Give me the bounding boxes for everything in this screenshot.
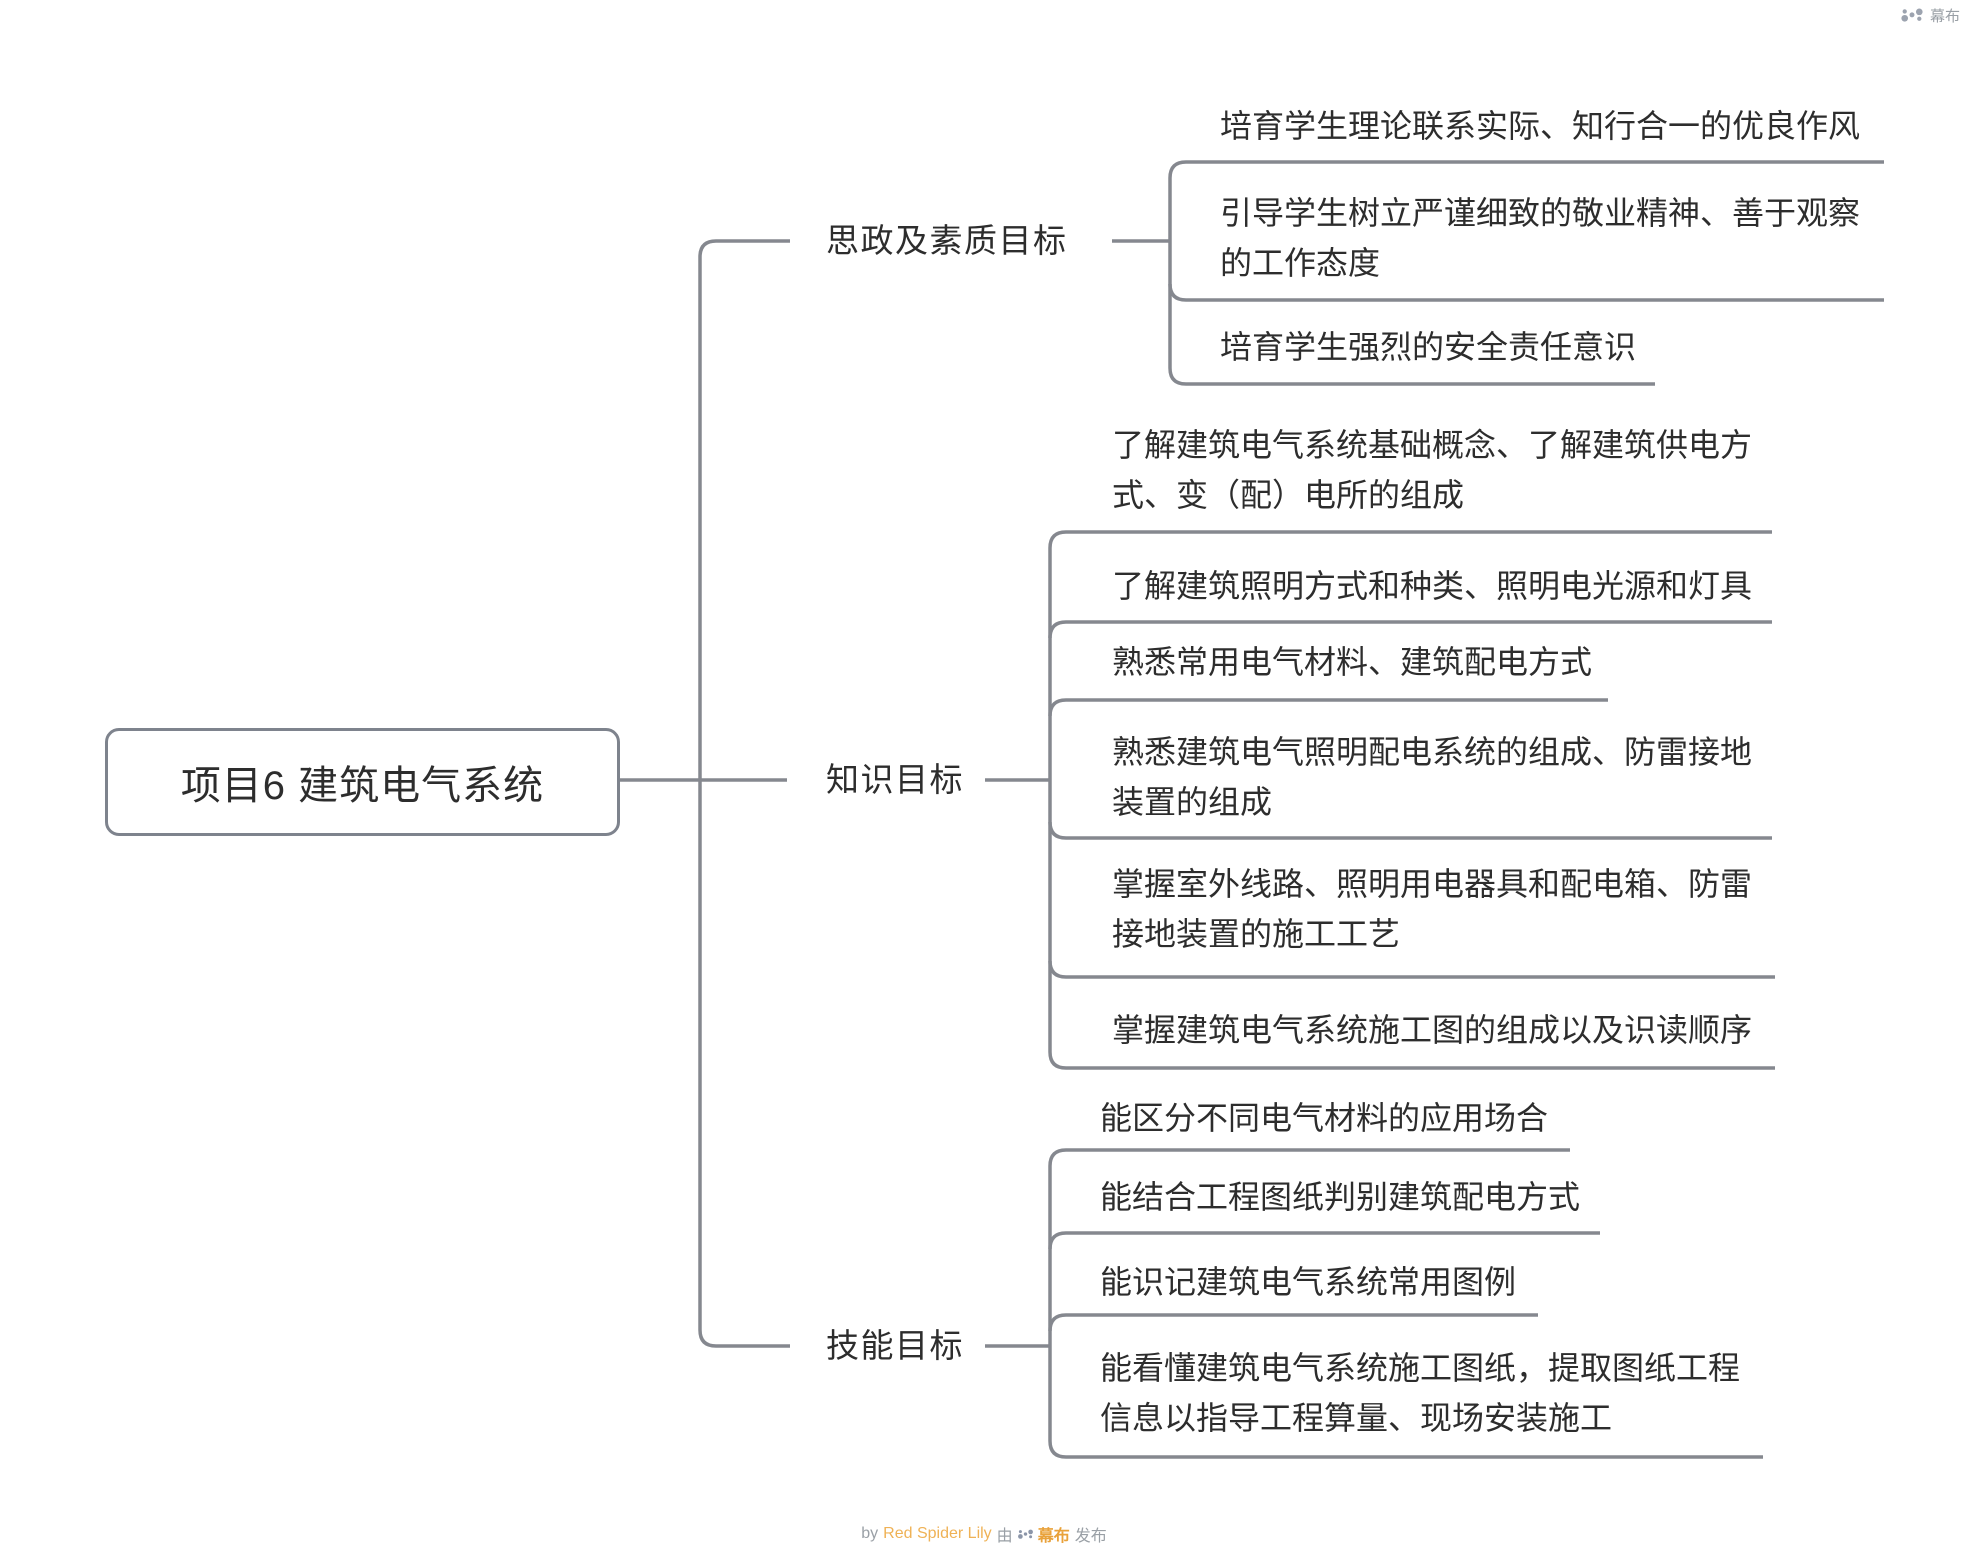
child-node[interactable]: 了解建筑电气系统基础概念、了解建筑供电方式、变（配）电所的组成 <box>1112 420 1752 520</box>
mubu-logo-icon <box>1901 8 1923 22</box>
connector-line <box>1048 960 1775 979</box>
footer-via-label: 由 <box>996 1528 1013 1545</box>
connector-line <box>1048 1148 1570 1167</box>
connector-line <box>1048 620 1772 639</box>
child-node-text: 培育学生理论联系实际、知行合一的优良作风 <box>1220 108 1861 144</box>
footer-by-label: by <box>861 1525 879 1542</box>
child-node[interactable]: 掌握室外线路、照明用电器具和配电箱、防雷接地装置的施工工艺 <box>1112 859 1752 959</box>
child-node-text: 能结合工程图纸判别建筑配电方式 <box>1100 1179 1581 1215</box>
child-node-text: 式、变（配）电所的组成 <box>1112 477 1465 513</box>
connector-line <box>1048 1231 1600 1250</box>
footer-author-link[interactable]: Red Spider Lily <box>883 1525 992 1542</box>
child-node-text: 掌握建筑电气系统施工图的组成以及识读顺序 <box>1112 1012 1753 1048</box>
branch-label-1[interactable]: 知识目标 <box>826 761 964 798</box>
child-node-text: 熟悉建筑电气照明配电系统的组成、防雷接地 <box>1112 734 1753 770</box>
child-node[interactable]: 能看懂建筑电气系统施工图纸，提取图纸工程信息以指导工程算量、现场安装施工 <box>1100 1343 1740 1443</box>
connector-line <box>1048 530 1772 549</box>
child-node-text: 熟悉常用电气材料、建筑配电方式 <box>1112 644 1593 680</box>
child-node[interactable]: 熟悉建筑电气照明配电系统的组成、防雷接地装置的组成 <box>1112 727 1752 827</box>
mubu-logo-icon-small <box>1017 1529 1033 1539</box>
connector-line <box>698 239 790 1348</box>
footer-publish-bar: by Red Spider Lily 由 幕布 发布 <box>0 1522 1968 1546</box>
child-node[interactable]: 能区分不同电气材料的应用场合 <box>1100 1093 1548 1143</box>
root-node-label: 项目6 建筑电气系统 <box>180 764 545 808</box>
child-node-text: 能看懂建筑电气系统施工图纸，提取图纸工程 <box>1100 1350 1741 1386</box>
child-node[interactable]: 引导学生树立严谨细致的敬业精神、善于观察的工作态度 <box>1220 188 1860 288</box>
connector-line <box>1048 698 1608 717</box>
branch-label-2[interactable]: 技能目标 <box>826 1327 964 1364</box>
child-node-text: 了解建筑电气系统基础概念、了解建筑供电方 <box>1112 427 1753 463</box>
connector-line <box>1048 1440 1763 1459</box>
child-node[interactable]: 熟悉常用电气材料、建筑配电方式 <box>1112 637 1592 687</box>
root-node[interactable]: 项目6 建筑电气系统 <box>105 728 620 836</box>
child-node-text: 能识记建筑电气系统常用图例 <box>1100 1264 1517 1300</box>
child-node-text: 接地装置的施工工艺 <box>1112 916 1401 952</box>
child-node-text: 信息以指导工程算量、现场安装施工 <box>1100 1400 1613 1436</box>
watermark-brand-label: 幕布 <box>1929 8 1960 25</box>
child-node[interactable]: 能结合工程图纸判别建筑配电方式 <box>1100 1172 1580 1222</box>
child-node-text: 培育学生强烈的安全责任意识 <box>1220 329 1637 365</box>
child-node[interactable]: 培育学生强烈的安全责任意识 <box>1220 322 1636 372</box>
footer-brand-link[interactable]: 幕布 <box>1037 1528 1070 1545</box>
child-node-text: 装置的组成 <box>1112 784 1273 820</box>
child-node[interactable]: 培育学生理论联系实际、知行合一的优良作风 <box>1220 101 1860 151</box>
child-node[interactable]: 掌握建筑电气系统施工图的组成以及识读顺序 <box>1112 1005 1752 1055</box>
child-node-text: 掌握室外线路、照明用电器具和配电箱、防雷 <box>1112 866 1753 902</box>
child-node-text: 能区分不同电气材料的应用场合 <box>1100 1100 1549 1136</box>
mubu-watermark[interactable]: 幕布 <box>1901 5 1960 26</box>
child-node-text: 了解建筑照明方式和种类、照明电光源和灯具 <box>1112 568 1753 604</box>
connector-line <box>1048 1313 1538 1332</box>
footer-publish-label: 发布 <box>1074 1528 1107 1545</box>
connector-line <box>1168 160 1884 179</box>
child-node-text: 的工作态度 <box>1220 245 1381 281</box>
child-node[interactable]: 能识记建筑电气系统常用图例 <box>1100 1257 1516 1307</box>
child-node[interactable]: 了解建筑照明方式和种类、照明电光源和灯具 <box>1112 561 1752 611</box>
child-node-text: 引导学生树立严谨细致的敬业精神、善于观察 <box>1220 195 1861 231</box>
branch-label-0[interactable]: 思政及素质目标 <box>826 222 1068 259</box>
